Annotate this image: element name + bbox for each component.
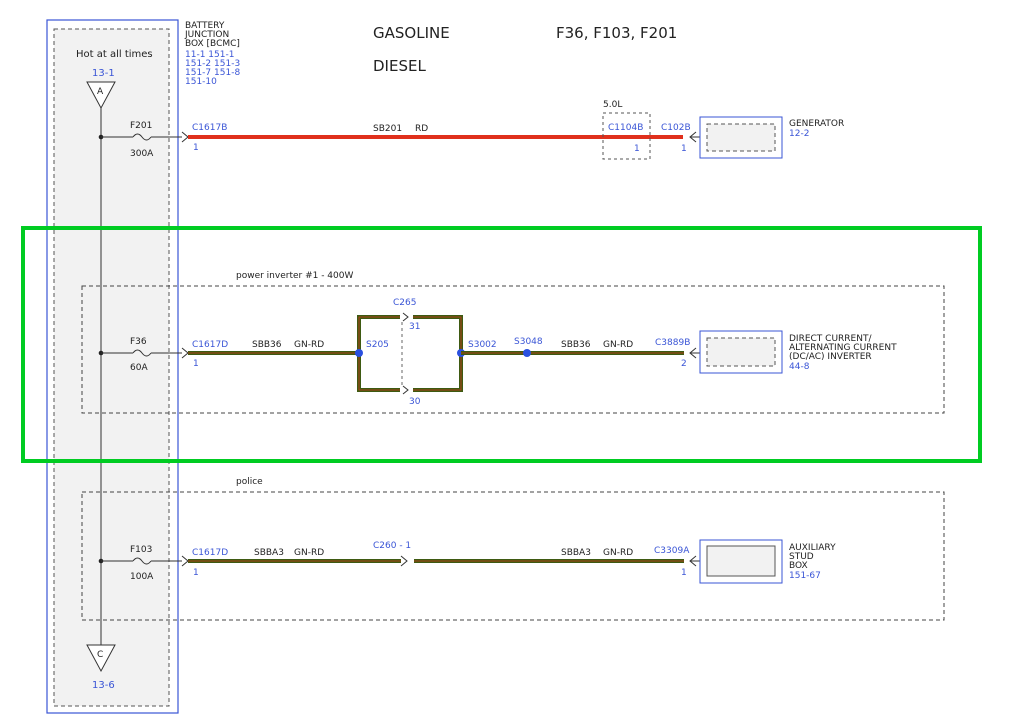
option-label-5-0l: 5.0L (603, 100, 622, 110)
connector-arrow-icon (402, 312, 409, 322)
bjb-ref-1[interactable]: 11-1 151-1 (185, 50, 234, 60)
fuse-symbol-icon (132, 133, 152, 141)
bjb-ref-4[interactable]: 151-10 (185, 77, 217, 87)
splice-label-s3002: S3002 (468, 340, 497, 350)
fuse-label-f103: F103 (130, 545, 152, 555)
fuse-symbol-icon (132, 349, 152, 357)
option-box-power-inverter (81, 285, 945, 414)
connector-c265-pin-31: 31 (409, 322, 420, 332)
hot-at-all-times-label: Hot at all times (76, 49, 153, 60)
wire-color-gn-rd: GN-RD (294, 340, 324, 350)
stud-box-inner-box (706, 545, 776, 577)
splice-s205[interactable] (355, 349, 363, 357)
connector-pin: 1 (681, 144, 687, 154)
option-label-power-inverter: power inverter #1 - 400W (236, 271, 353, 281)
component-inverter-ref[interactable]: 44-8 (789, 362, 810, 372)
connector-pin: 2 (681, 359, 687, 369)
bjb-inner-border (53, 28, 170, 707)
connector-pin: 1 (681, 568, 687, 578)
connector-c3889b[interactable]: C3889B (655, 338, 690, 348)
highlight-box (21, 226, 982, 463)
component-inverter-name-3: (DC/AC) INVERTER (789, 352, 872, 362)
component-inverter-name-2: ALTERNATING CURRENT (789, 343, 897, 353)
wire-color-rd: RD (415, 124, 428, 134)
connector-arrow-icon (181, 347, 189, 359)
connector-arrow-icon (402, 385, 409, 395)
connector-c102b[interactable]: C102B (661, 123, 691, 133)
splice-label-s3048: S3048 (514, 337, 543, 347)
component-inverter-name-1: DIRECT CURRENT/ (789, 334, 872, 344)
splice-label-s205: S205 (366, 340, 389, 350)
connector-c1617d[interactable]: C1617D (192, 340, 228, 350)
wire-color-gn-rd-police: GN-RD (294, 548, 324, 558)
component-generator-ref[interactable]: 12-2 (789, 129, 809, 139)
bjb-name-2: JUNCTION (184, 30, 229, 40)
ground-ref-letter-c: C (97, 650, 103, 660)
fuse-amps-f36: 60A (130, 363, 148, 373)
title-gasoline: GASOLINE (373, 24, 450, 42)
connector-c3309a[interactable]: C3309A (654, 546, 690, 556)
bjb-name-1: BATTERY (185, 21, 225, 31)
connector-c260[interactable]: C260 - 1 (373, 541, 411, 551)
ground-ref-triangle-icon (86, 644, 116, 673)
splice-s3048[interactable] (523, 349, 531, 357)
fuse-amps-f201: 300A (130, 149, 154, 159)
connector-arrow-icon (181, 131, 189, 143)
connector-c1104b[interactable]: C1104B (608, 123, 643, 133)
wire-color-gn-rd-right: GN-RD (603, 340, 633, 350)
inverter-inner-box (706, 337, 776, 367)
connector-pin: 1 (193, 359, 199, 369)
component-stud-box-name-1: AUXILIARY (789, 543, 836, 553)
fuse-label-f36: F36 (130, 337, 147, 347)
power-source-triangle-icon (86, 81, 116, 110)
component-stud-box-name-3: BOX (789, 561, 808, 571)
option-label-police: police (236, 477, 263, 487)
wire-label-sbba3: SBBA3 (254, 548, 284, 558)
connector-c265[interactable]: C265 (393, 298, 416, 308)
wire-label-sbb36-right: SBB36 (561, 340, 591, 350)
option-box-police (81, 491, 945, 621)
bjb-ref-3[interactable]: 151-7 151-8 (185, 68, 240, 78)
wire-label-sb201: SB201 (373, 124, 402, 134)
component-generator-name: GENERATOR (789, 119, 844, 129)
wire-label-sbba3-right: SBBA3 (561, 548, 591, 558)
wire-color-gn-rd-police-right: GN-RD (603, 548, 633, 558)
title-diesel: DIESEL (373, 57, 426, 75)
bjb-name-3: BOX [BCMC] (185, 39, 240, 49)
connector-c265-pin-30: 30 (409, 397, 421, 407)
bjb-outer-border (46, 19, 179, 714)
generator-inner-box (706, 123, 776, 152)
connector-pin: 1 (634, 144, 640, 154)
component-stud-box-ref[interactable]: 151-67 (789, 571, 821, 581)
connector-c1617b[interactable]: C1617B (192, 123, 227, 133)
bjb-ref-2[interactable]: 151-2 151-3 (185, 59, 240, 69)
wire-label-sbb36: SBB36 (252, 340, 282, 350)
connector-pin: 1 (193, 568, 199, 578)
power-ref-top[interactable]: 13-1 (92, 68, 115, 79)
connector-arrow-icon (400, 555, 408, 567)
inline-connector-box (602, 112, 651, 160)
ground-ref-bottom[interactable]: 13-6 (92, 680, 115, 691)
fuse-label-f201: F201 (130, 121, 152, 131)
connector-pin: 1 (193, 143, 199, 153)
fuse-amps-f103: 100A (130, 572, 154, 582)
connector-c1617d-police[interactable]: C1617D (192, 548, 228, 558)
component-stud-box-name-2: STUD (789, 552, 814, 562)
power-source-letter-a: A (97, 87, 104, 97)
connector-arrow-icon (181, 555, 189, 567)
fuse-symbol-icon (132, 557, 152, 565)
title-fuses: F36, F103, F201 (556, 24, 677, 42)
